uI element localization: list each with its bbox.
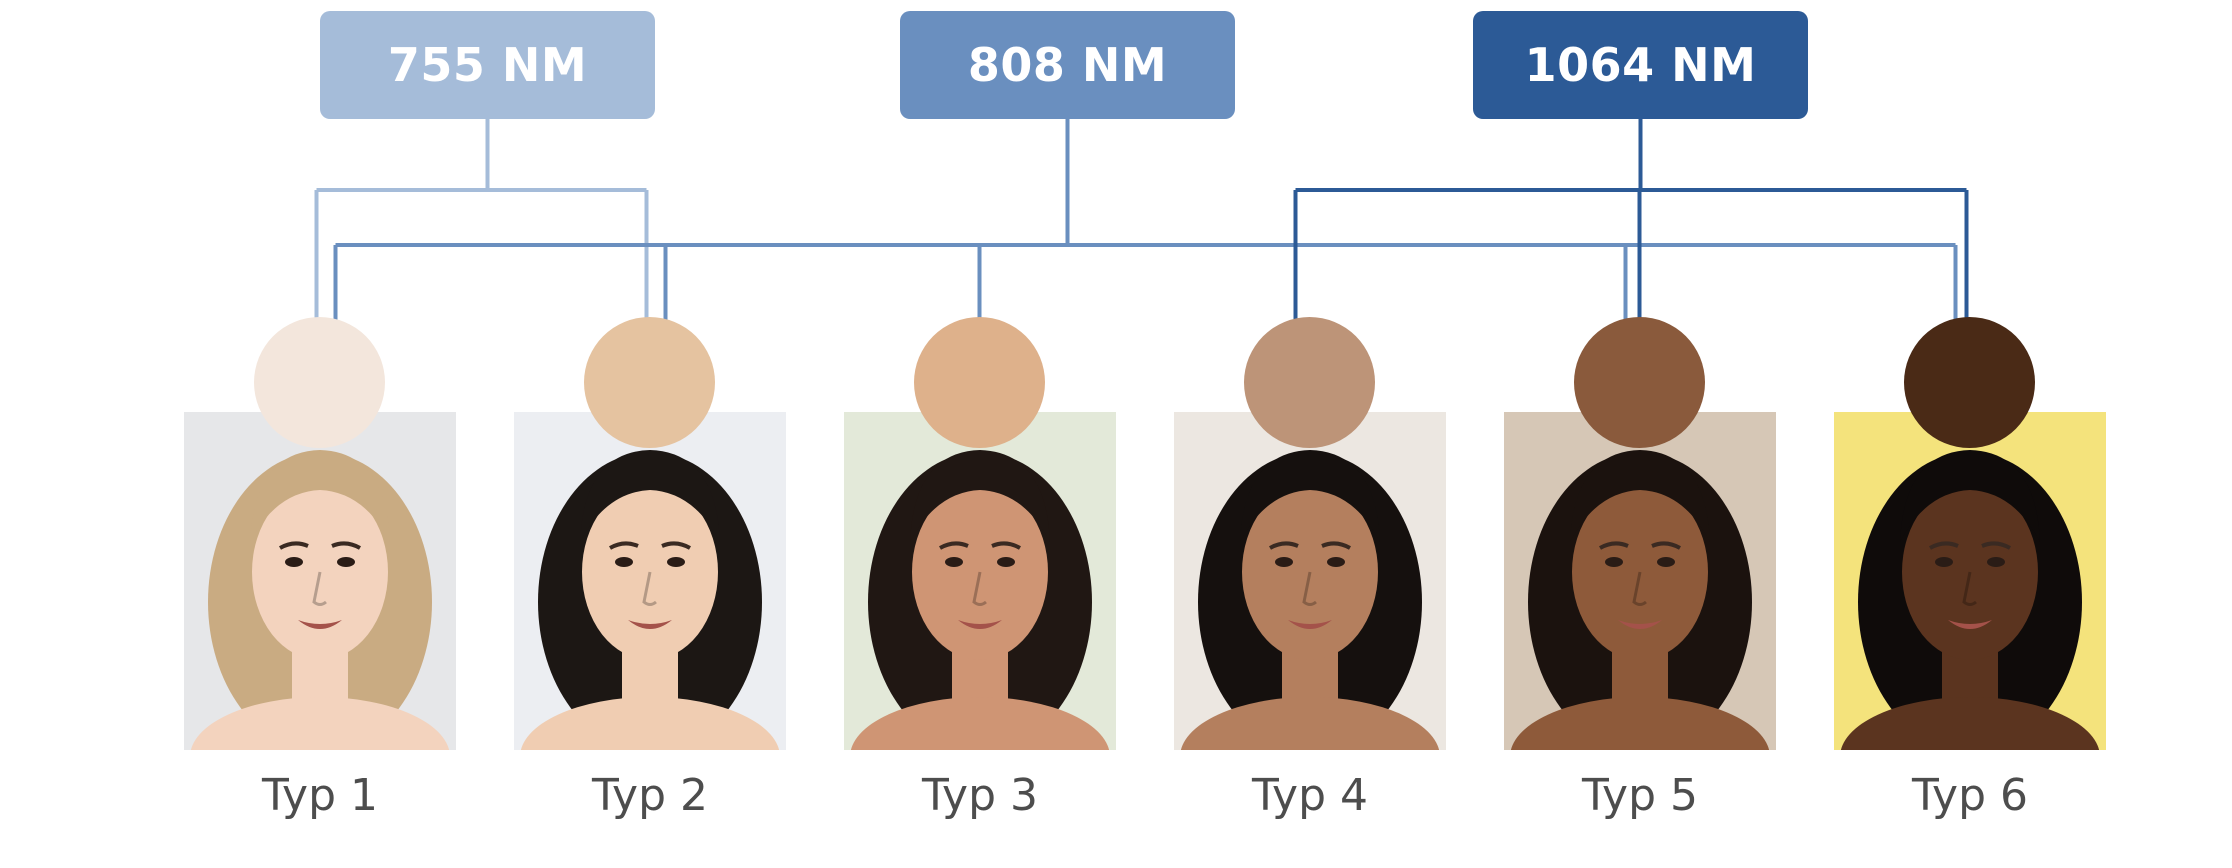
- skin-type-label: Typ 6: [1912, 770, 2028, 821]
- connector-755-nm: [314, 119, 649, 323]
- skin-swatch-typ-2: [584, 317, 715, 448]
- skin-swatch-typ-3: [914, 317, 1045, 448]
- portrait-illustration: [184, 412, 456, 750]
- skin-swatch-typ-4: [1244, 317, 1375, 448]
- portrait-typ-4: [1174, 412, 1446, 750]
- wavelength-box-1064: 1064 NM: [1473, 11, 1808, 119]
- skin-type-label: Typ 1: [262, 770, 378, 821]
- wavelength-label: 755 NM: [387, 38, 588, 92]
- portrait-illustration: [1834, 412, 2106, 750]
- portrait-illustration: [1174, 412, 1446, 750]
- wavelength-box-808: 808 NM: [900, 11, 1235, 119]
- connector-808-nm: [333, 119, 1958, 323]
- wavelength-box-755: 755 NM: [320, 11, 655, 119]
- portrait-illustration: [514, 412, 786, 750]
- portrait-illustration: [844, 412, 1116, 750]
- portrait-illustration: [1504, 412, 1776, 750]
- wavelength-label: 808 NM: [967, 38, 1168, 92]
- skin-swatch-typ-5: [1574, 317, 1705, 448]
- connector-1064-nm: [1293, 119, 1969, 323]
- portrait-typ-1: [184, 412, 456, 750]
- skin-type-label: Typ 3: [922, 770, 1038, 821]
- skin-type-label: Typ 4: [1252, 770, 1368, 821]
- portrait-typ-2: [514, 412, 786, 750]
- portrait-typ-3: [844, 412, 1116, 750]
- skin-type-label: Typ 5: [1582, 770, 1698, 821]
- skin-type-label: Typ 2: [592, 770, 708, 821]
- portrait-typ-6: [1834, 412, 2106, 750]
- portrait-typ-5: [1504, 412, 1776, 750]
- skin-swatch-typ-1: [254, 317, 385, 448]
- skin-swatch-typ-6: [1904, 317, 2035, 448]
- wavelength-label: 1064 NM: [1524, 38, 1757, 92]
